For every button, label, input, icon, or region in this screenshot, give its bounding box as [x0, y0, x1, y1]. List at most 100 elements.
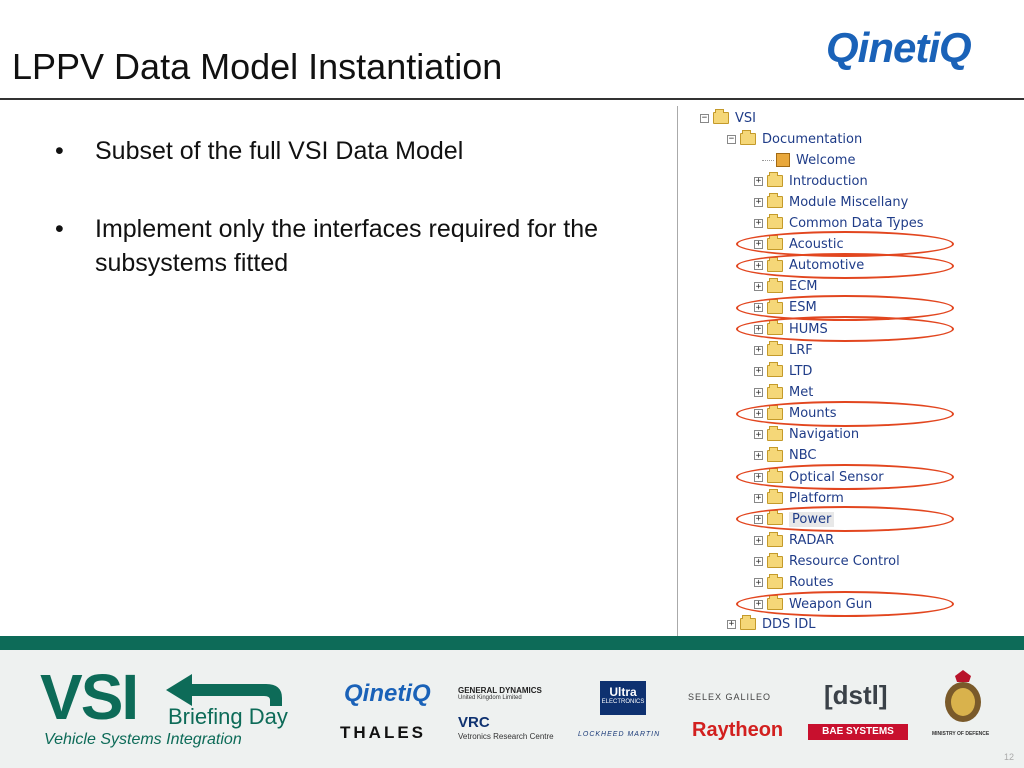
- thales-logo: THALES: [340, 723, 426, 742]
- folder-icon: [767, 277, 783, 293]
- tree-node-welcome[interactable]: Welcome: [762, 150, 855, 170]
- vsi-logo: VSI: [40, 661, 139, 733]
- tree-node-label: Module Miscellany: [789, 194, 909, 210]
- ultra-electronics-logo: Ultra ELECTRONICS: [600, 681, 646, 715]
- folder-icon: [767, 383, 783, 399]
- highlight-circle: [736, 464, 954, 491]
- tree-node-label: Routes: [789, 575, 834, 591]
- tree-node-common-data-types[interactable]: + Common Data Types: [754, 213, 924, 233]
- folder-icon: [740, 615, 756, 630]
- expand-icon[interactable]: +: [754, 197, 763, 208]
- folder-icon: [713, 109, 729, 124]
- qinetiq-logo: QinetiQ: [826, 24, 972, 71]
- folder-icon: [767, 172, 783, 187]
- tree-node-ltd[interactable]: + LTD: [754, 361, 812, 381]
- tree-node-documentation[interactable]: − Documentation: [727, 129, 862, 149]
- tree-node-label: Documentation: [762, 131, 863, 147]
- dstl-logo: [dstl]: [824, 680, 888, 710]
- tree-node-label: LTD: [789, 363, 813, 379]
- expand-icon[interactable]: +: [754, 366, 763, 377]
- expand-icon[interactable]: +: [754, 218, 763, 229]
- tree-node-label: Met: [789, 385, 814, 400]
- folder-icon: [740, 130, 756, 145]
- general-dynamics-sub: United Kingdom Limited: [458, 695, 522, 701]
- tree-node-label: Resource Control: [789, 554, 900, 570]
- collapse-icon[interactable]: −: [700, 113, 709, 123]
- tree-node-resource-control[interactable]: + Resource Control: [754, 552, 900, 572]
- expand-icon[interactable]: +: [754, 429, 763, 440]
- tree-node-label: DDS IDL: [762, 616, 816, 632]
- expand-icon[interactable]: +: [754, 176, 763, 186]
- tree-node-module-miscellany[interactable]: + Module Miscellany: [754, 192, 908, 212]
- tree-node-platform[interactable]: +Platform: [754, 488, 844, 508]
- bullet-item: •Implement only the interfaces required …: [55, 212, 645, 280]
- tree-node-label: Navigation: [789, 427, 860, 443]
- tree-node-navigation[interactable]: + Navigation: [754, 425, 859, 445]
- slide-title: LPPV Data Model Instantiation: [12, 46, 503, 87]
- raytheon-logo: Raytheon: [692, 719, 784, 741]
- expand-icon[interactable]: +: [754, 577, 763, 588]
- vsi-subtitle: Vehicle Systems Integration: [44, 731, 242, 748]
- folder-icon: [767, 573, 783, 589]
- tree-node-label: LRF: [789, 342, 813, 358]
- folder-icon: [767, 552, 783, 568]
- expand-icon[interactable]: +: [754, 450, 763, 461]
- folder-icon: [767, 531, 783, 547]
- bae-systems-logo: BAE SYSTEMS: [808, 724, 908, 740]
- tree-node-ecm[interactable]: + ECM: [754, 277, 818, 297]
- selex-galileo-logo: SELEX GALILEO: [688, 692, 772, 702]
- folder-icon: [767, 193, 783, 209]
- tree-node-dds-idl[interactable]: + DDS IDL: [727, 614, 816, 634]
- expand-icon[interactable]: +: [754, 281, 763, 292]
- expand-icon[interactable]: +: [754, 535, 763, 546]
- folder-icon: [767, 446, 783, 462]
- bullet-text: Implement only the interfaces required f…: [95, 215, 599, 277]
- expand-icon[interactable]: +: [754, 345, 763, 356]
- highlight-circle: [736, 252, 954, 279]
- vrc-sub: Vetronics Research Centre: [458, 732, 554, 741]
- document-icon: [776, 153, 790, 167]
- tree-connector: [762, 159, 774, 161]
- tree-node-label: RADAR: [789, 533, 835, 549]
- folder-icon: [767, 341, 783, 357]
- expand-icon[interactable]: +: [727, 619, 736, 629]
- arrow-left-icon: [166, 674, 282, 706]
- bullet-item: •Subset of the full VSI Data Model: [55, 134, 645, 168]
- lockheed-martin-logo: LOCKHEED MARTIN: [578, 731, 661, 738]
- mod-logo: MINISTRY OF DEFENCE: [932, 731, 990, 737]
- qinetiq-sponsor-logo: QinetiQ: [344, 680, 431, 707]
- tree-node-label: Introduction: [789, 173, 868, 189]
- tree-node-lrf[interactable]: + LRF: [754, 340, 813, 360]
- footer-band: [0, 636, 1024, 650]
- ultra-label: Ultra: [609, 685, 637, 699]
- expand-icon[interactable]: +: [754, 493, 763, 504]
- vrc-logo: VRC: [458, 714, 490, 731]
- tree-node-met[interactable]: + Met: [754, 383, 813, 403]
- title-divider: [0, 98, 1024, 100]
- tree-node-label: Common Data Types: [789, 215, 924, 231]
- vsi-tree-view: − VSI − Documentation Welcome + Introductio…: [677, 106, 978, 636]
- collapse-icon[interactable]: −: [727, 134, 736, 144]
- highlight-circle: [736, 506, 954, 533]
- expand-icon[interactable]: +: [754, 556, 763, 567]
- folder-icon: [767, 214, 783, 230]
- tree-node-radar[interactable]: + RADAR: [754, 531, 834, 551]
- tree-node-label: ECM: [789, 279, 818, 295]
- highlight-circle: [736, 316, 954, 343]
- highlight-circle: [736, 400, 954, 427]
- footer: [0, 650, 1024, 768]
- bullet-list: •Subset of the full VSI Data Model •Impl…: [55, 134, 645, 324]
- tree-node-nbc[interactable]: +NBC: [754, 446, 817, 466]
- tree-node-vsi[interactable]: − VSI: [700, 108, 756, 128]
- tree-node-introduction[interactable]: + Introduction: [754, 171, 868, 191]
- folder-icon: [767, 362, 783, 378]
- folder-icon: [767, 489, 783, 505]
- bullet-icon: •: [55, 137, 64, 165]
- expand-icon[interactable]: +: [754, 387, 763, 398]
- general-dynamics-logo: GENERAL DYNAMICS: [458, 686, 542, 695]
- page-number: 12: [1003, 752, 1014, 762]
- tree-node-routes[interactable]: + Routes: [754, 573, 834, 593]
- tree-node-label: VSI: [735, 110, 756, 126]
- ultra-sub: ELECTRONICS: [601, 699, 645, 705]
- folder-icon: [767, 425, 783, 441]
